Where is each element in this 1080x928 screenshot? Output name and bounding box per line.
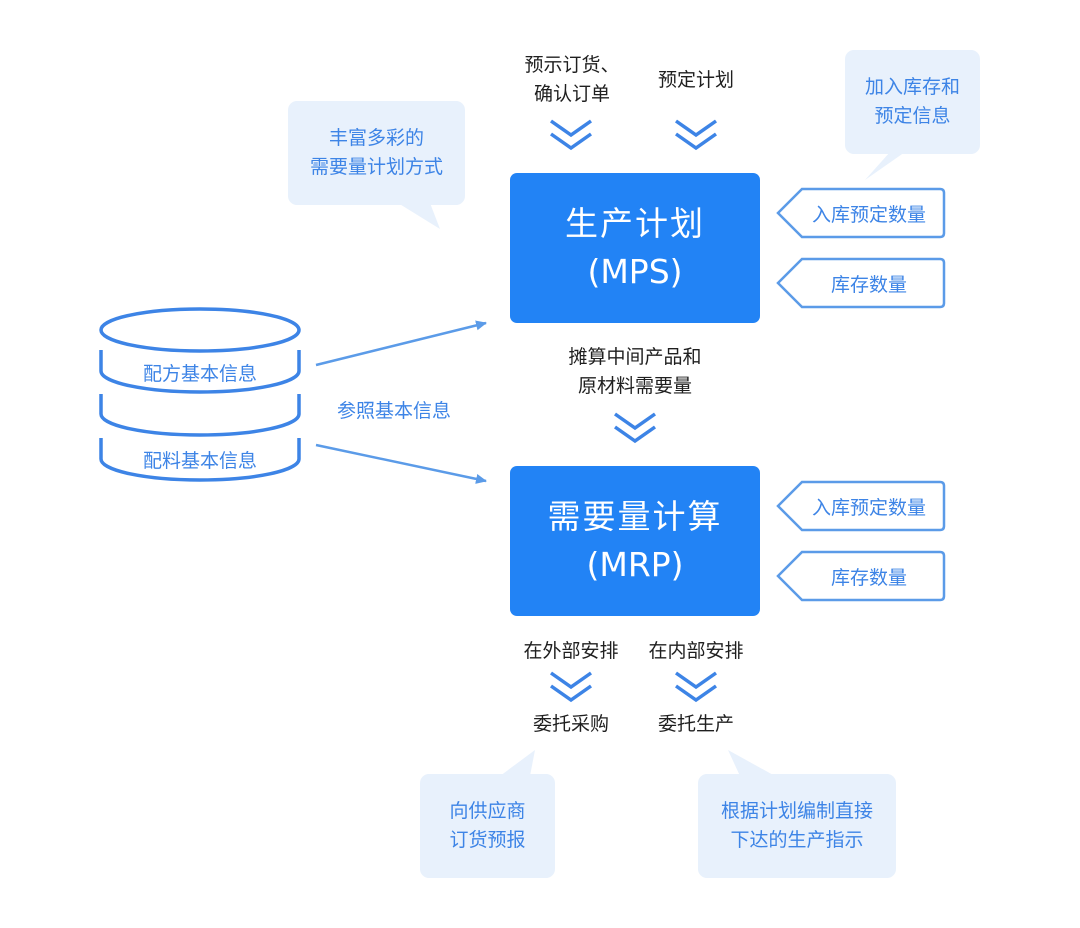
middle-label: 摊算中间产品和 原材料需要量	[535, 343, 735, 401]
chevron-down-icon-bottom-right	[674, 671, 718, 703]
bubble-bottom-right	[698, 750, 896, 878]
arrow-to-mps	[315, 320, 487, 367]
chevron-down-icon-top-right	[674, 119, 718, 151]
top-right-label: 预定计划	[657, 69, 734, 91]
bubble-top-right-text: 加入库存和 预定信息	[845, 73, 980, 131]
bubble-bottom-right-line-1: 根据计划编制直接	[720, 800, 873, 822]
bubble-bottom-right-line-2: 下达的生产指示	[730, 829, 864, 851]
top-left-label: 预示订货、 确认订单	[508, 51, 636, 109]
bottom-right-bottom-label: 委托生产	[657, 713, 734, 735]
bubble-top-left-line-2: 需要量计划方式	[309, 156, 443, 178]
bottom-left-top-label: 在外部安排	[523, 640, 619, 662]
chevron-down-icon-middle	[613, 412, 657, 444]
tag-mps-stock: 库存数量	[830, 274, 907, 296]
bubble-top-left-text: 丰富多彩的 需要量计划方式	[288, 124, 465, 182]
bubble-top-right	[845, 50, 980, 180]
middle-label-line-2: 原材料需要量	[577, 375, 692, 397]
tag-shape-mrp-1	[776, 480, 946, 532]
db-item-recipe: 配方基本信息	[142, 363, 257, 385]
mps-title: 生产计划	[565, 204, 705, 243]
tag-shape-mrp-2	[776, 550, 946, 602]
bubble-top-right-line-2: 预定信息	[874, 105, 951, 127]
bottom-right-top-label: 在内部安排	[648, 640, 744, 662]
tag-mps-incoming: 入库预定数量	[811, 204, 926, 226]
bubble-bottom-right-text: 根据计划编制直接 下达的生产指示	[698, 797, 896, 855]
db-item-ingredient: 配料基本信息	[142, 450, 257, 472]
mrp-box: 需要量计算 (MRP)	[510, 466, 760, 616]
arrow-to-mrp	[315, 443, 487, 484]
bubble-bottom-left-line-1: 向供应商	[449, 800, 526, 822]
bubble-bottom-left-line-2: 订货预报	[449, 829, 526, 851]
database-icon	[99, 307, 301, 482]
tag-mrp-stock: 库存数量	[830, 567, 907, 589]
chevron-down-icon-top-left	[549, 119, 593, 151]
bubble-bottom-left-text: 向供应商 订货预报	[420, 797, 555, 855]
tag-mrp-incoming: 入库预定数量	[811, 497, 926, 519]
bubble-top-left	[288, 101, 465, 229]
mrp-title: 需要量计算	[547, 497, 723, 536]
top-left-label-line-1: 预示订货、	[524, 54, 620, 76]
bubble-bottom-left	[420, 750, 555, 878]
chevron-down-icon-bottom-left	[549, 671, 593, 703]
bubble-top-left-line-1: 丰富多彩的	[328, 127, 424, 149]
reference-label: 参照基本信息	[336, 400, 451, 422]
mps-subtitle: (MPS)	[587, 252, 683, 291]
mps-box: 生产计划 (MPS)	[510, 173, 760, 323]
bubble-top-right-line-1: 加入库存和	[864, 76, 960, 98]
bottom-left-bottom-label: 委托采购	[532, 713, 609, 735]
top-left-label-line-2: 确认订单	[533, 83, 610, 105]
middle-label-line-1: 摊算中间产品和	[568, 346, 702, 368]
mrp-subtitle: (MRP)	[586, 545, 684, 584]
tag-shape-mps-1	[776, 187, 946, 239]
tag-shape-mps-2	[776, 257, 946, 309]
